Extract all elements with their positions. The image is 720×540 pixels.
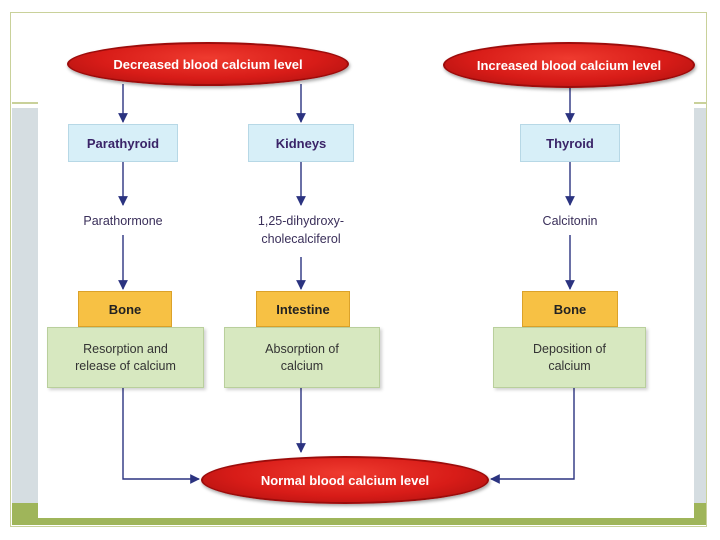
resorption-box: Resorption and release of calcium	[47, 327, 204, 388]
deposition-box: Deposition of calcium	[493, 327, 646, 388]
intestine-label: Intestine	[276, 301, 330, 317]
decreased-calcium-label: Decreased blood calcium level	[113, 56, 303, 72]
parathyroid-label: Parathyroid	[86, 135, 160, 151]
thyroid-label: Thyroid	[546, 135, 594, 151]
absorption-line1: Absorption of	[265, 341, 339, 356]
bone-box-right: Bone	[522, 291, 618, 327]
resorption-line1: Resorption and	[83, 341, 168, 356]
parathyroid-box: Parathyroid	[68, 124, 178, 162]
thyroid-box: Thyroid	[520, 124, 620, 162]
normal-calcium-ellipse: Normal blood calcium level	[201, 456, 489, 504]
absorption-box: Absorption of calcium	[224, 327, 380, 388]
calcitonin-label: Calcitonin	[542, 214, 598, 228]
decreased-calcium-ellipse: Decreased blood calcium level	[67, 42, 349, 86]
arrow-resorption-to-normal	[122, 388, 200, 484]
absorption-line2: calcium	[280, 358, 324, 373]
kidneys-label: Kidneys	[275, 135, 327, 151]
increased-calcium-ellipse: Increased blood calcium level	[443, 42, 695, 88]
intestine-box: Intestine	[256, 291, 350, 327]
bone-box-left: Bone	[78, 291, 172, 327]
kidneys-box: Kidneys	[248, 124, 354, 162]
deposition-line1: Deposition of	[533, 341, 606, 356]
slide-frame	[10, 12, 707, 527]
normal-calcium-label: Normal blood calcium level	[260, 472, 430, 488]
bone-label-right: Bone	[553, 301, 587, 317]
diagram-panel	[38, 28, 694, 518]
parathormone-label: Parathormone	[83, 214, 163, 228]
dihydroxycholecalciferol-label: 1,25-dihydroxy- cholecalciferol	[257, 214, 345, 246]
resorption-line2: release of calcium	[75, 358, 176, 373]
increased-calcium-label: Increased blood calcium level	[476, 57, 662, 73]
bone-label-left: Bone	[108, 301, 142, 317]
deposition-line2: calcium	[548, 358, 591, 373]
arrow-deposition-to-normal	[490, 388, 575, 484]
